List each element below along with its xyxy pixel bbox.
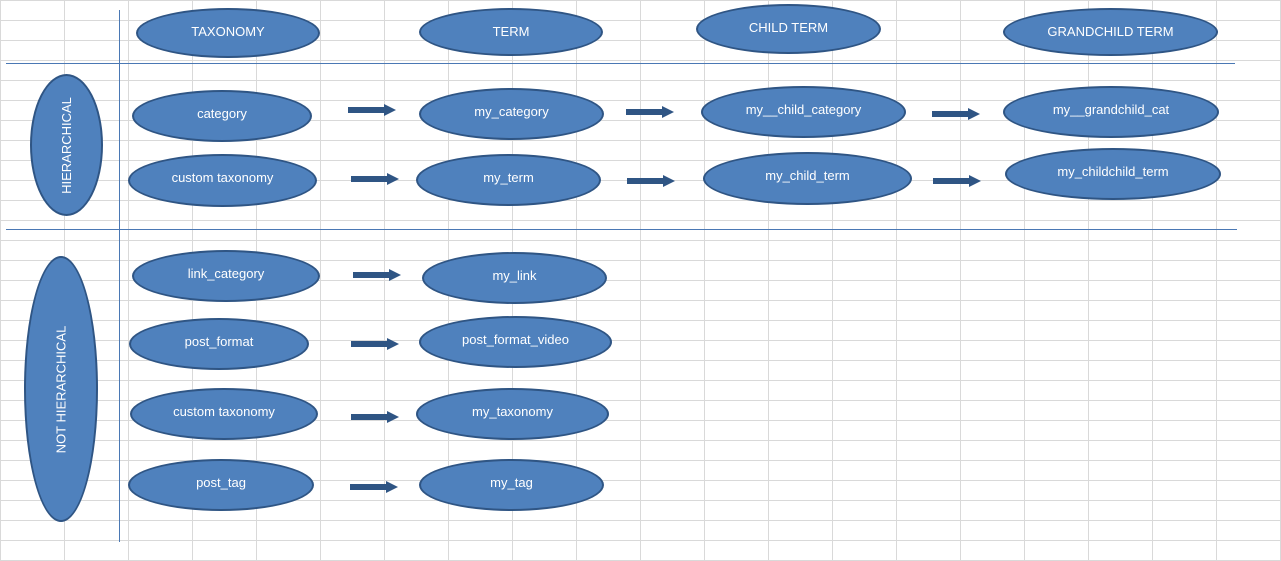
grandchild-term-node: my_childchild_term — [1005, 148, 1221, 200]
taxonomy-node-label: link_category — [187, 266, 265, 281]
grandchild-term-node-label: my_childchild_term — [1057, 164, 1169, 179]
term-node-label: my_link — [492, 268, 537, 283]
term-node-label: post_format_video — [462, 332, 569, 347]
vertical-divider — [119, 10, 120, 542]
term-node-label: my_tag — [490, 475, 533, 490]
group-hierarchical: HIERARCHICAL — [30, 74, 103, 216]
arrow-right-icon — [351, 338, 399, 350]
term-node-label: my_category — [474, 104, 549, 119]
term-node: my_category — [419, 88, 604, 140]
arrow-right-icon — [350, 481, 398, 493]
term-node-label: my_term — [483, 170, 534, 185]
taxonomy-node-label: category — [197, 106, 247, 121]
arrow-right-icon — [932, 108, 980, 120]
header-divider — [6, 63, 1235, 64]
taxonomy-node: custom taxonomy — [128, 154, 317, 207]
header-child-term-label: CHILD TERM — [748, 20, 829, 35]
taxonomy-node: link_category — [132, 250, 320, 302]
taxonomy-node: post_tag — [128, 459, 314, 511]
group-not-hierarchical-label: NOT HIERARCHICAL — [53, 325, 69, 453]
header-term-label: TERM — [492, 24, 530, 39]
header-grandchild-term-label: GRANDCHILD TERM — [1047, 24, 1174, 39]
group-not-hierarchical: NOT HIERARCHICAL — [24, 256, 98, 522]
arrow-right-icon — [627, 175, 675, 187]
taxonomy-node-label: custom taxonomy — [171, 170, 274, 185]
arrow-right-icon — [626, 106, 674, 118]
grandchild-term-node: my__grandchild_cat — [1003, 86, 1219, 138]
arrow-right-icon — [353, 269, 401, 281]
child-term-node: my_child_term — [703, 152, 912, 205]
term-node-label: my_taxonomy — [472, 404, 553, 419]
arrow-right-icon — [351, 411, 399, 423]
header-taxonomy: TAXONOMY — [136, 8, 320, 58]
arrow-right-icon — [351, 173, 399, 185]
arrow-right-icon — [348, 104, 396, 116]
taxonomy-node-label: post_tag — [196, 475, 246, 490]
taxonomy-node-label: post_format — [184, 334, 254, 349]
taxonomy-node-label: custom taxonomy — [173, 404, 275, 419]
term-node: my_term — [416, 154, 601, 206]
term-node: my_link — [422, 252, 607, 304]
header-taxonomy-label: TAXONOMY — [191, 24, 265, 39]
term-node: post_format_video — [419, 316, 612, 368]
group-hierarchical-label: HIERARCHICAL — [59, 96, 75, 194]
group-divider — [6, 229, 1237, 230]
child-term-node-label: my_child_term — [765, 168, 850, 183]
header-term: TERM — [419, 8, 603, 56]
child-term-node: my__child_category — [701, 86, 906, 138]
taxonomy-node: custom taxonomy — [130, 388, 318, 440]
header-child-term: CHILD TERM — [696, 4, 881, 54]
child-term-node-label: my__child_category — [745, 102, 862, 117]
term-node: my_tag — [419, 459, 604, 511]
header-grandchild-term: GRANDCHILD TERM — [1003, 8, 1218, 56]
taxonomy-node: category — [132, 90, 312, 142]
grandchild-term-node-label: my__grandchild_cat — [1052, 102, 1170, 117]
term-node: my_taxonomy — [416, 388, 609, 440]
taxonomy-node: post_format — [129, 318, 309, 370]
arrow-right-icon — [933, 175, 981, 187]
